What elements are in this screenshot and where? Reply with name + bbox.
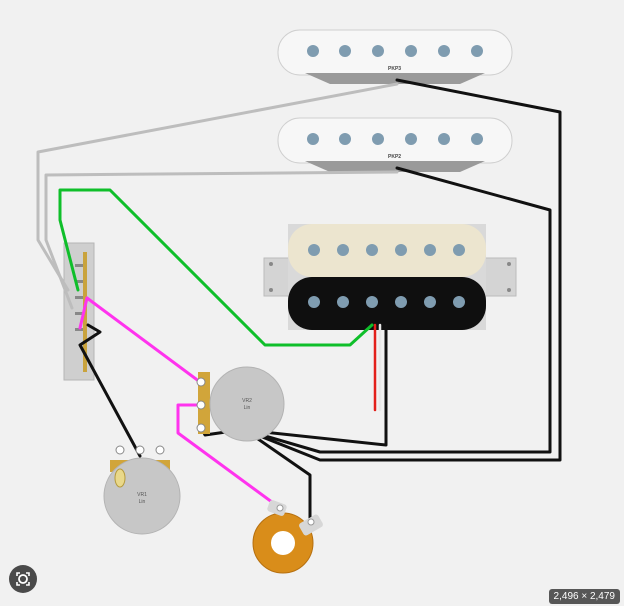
pickup-pkp3-poles	[307, 45, 483, 57]
tone-pot-label: VR1	[137, 492, 147, 498]
pickup-pkp3-label: PKP3	[388, 66, 401, 72]
wire-black-volume-to-jack	[243, 428, 312, 527]
wire-black-pkp3	[243, 78, 562, 462]
image-size-badge: 2,496 × 2,479	[548, 589, 620, 604]
wire-magenta-volume-to-jack	[176, 403, 282, 510]
wire-gray-pkp2	[44, 170, 399, 310]
tone-pot: VR1 Lin	[103, 445, 181, 535]
wire-gray-pkp3	[36, 82, 399, 292]
wire-black-pkp2	[243, 166, 552, 454]
volume-pot: VR2 Lin	[196, 366, 285, 442]
wire-humbucker-black	[243, 323, 388, 447]
tone-pot-taper: Lin	[139, 499, 146, 505]
lens-icon-glyph	[16, 572, 30, 586]
pickup-pkp2: PKP2	[277, 117, 513, 172]
wires	[36, 78, 562, 527]
humbucker-poles	[308, 244, 465, 308]
wire-black-switch-to-tone	[78, 323, 142, 458]
pickup-pkp2-label: PKP2	[388, 154, 401, 160]
lens-search-icon[interactable]	[9, 565, 37, 593]
wire-magenta-switch-to-volume	[85, 296, 202, 384]
wire-green	[58, 188, 374, 347]
humbucker-pickup	[263, 224, 517, 330]
wire-magenta-switch-top	[78, 296, 89, 330]
output-jack	[252, 500, 323, 574]
pickup-pkp3: PKP3	[277, 29, 513, 84]
volume-pot-taper: Lin	[244, 405, 251, 411]
volume-pot-label: VR2	[242, 398, 252, 404]
pickup-pkp2-poles	[307, 133, 483, 145]
tone-capacitor	[114, 468, 126, 488]
